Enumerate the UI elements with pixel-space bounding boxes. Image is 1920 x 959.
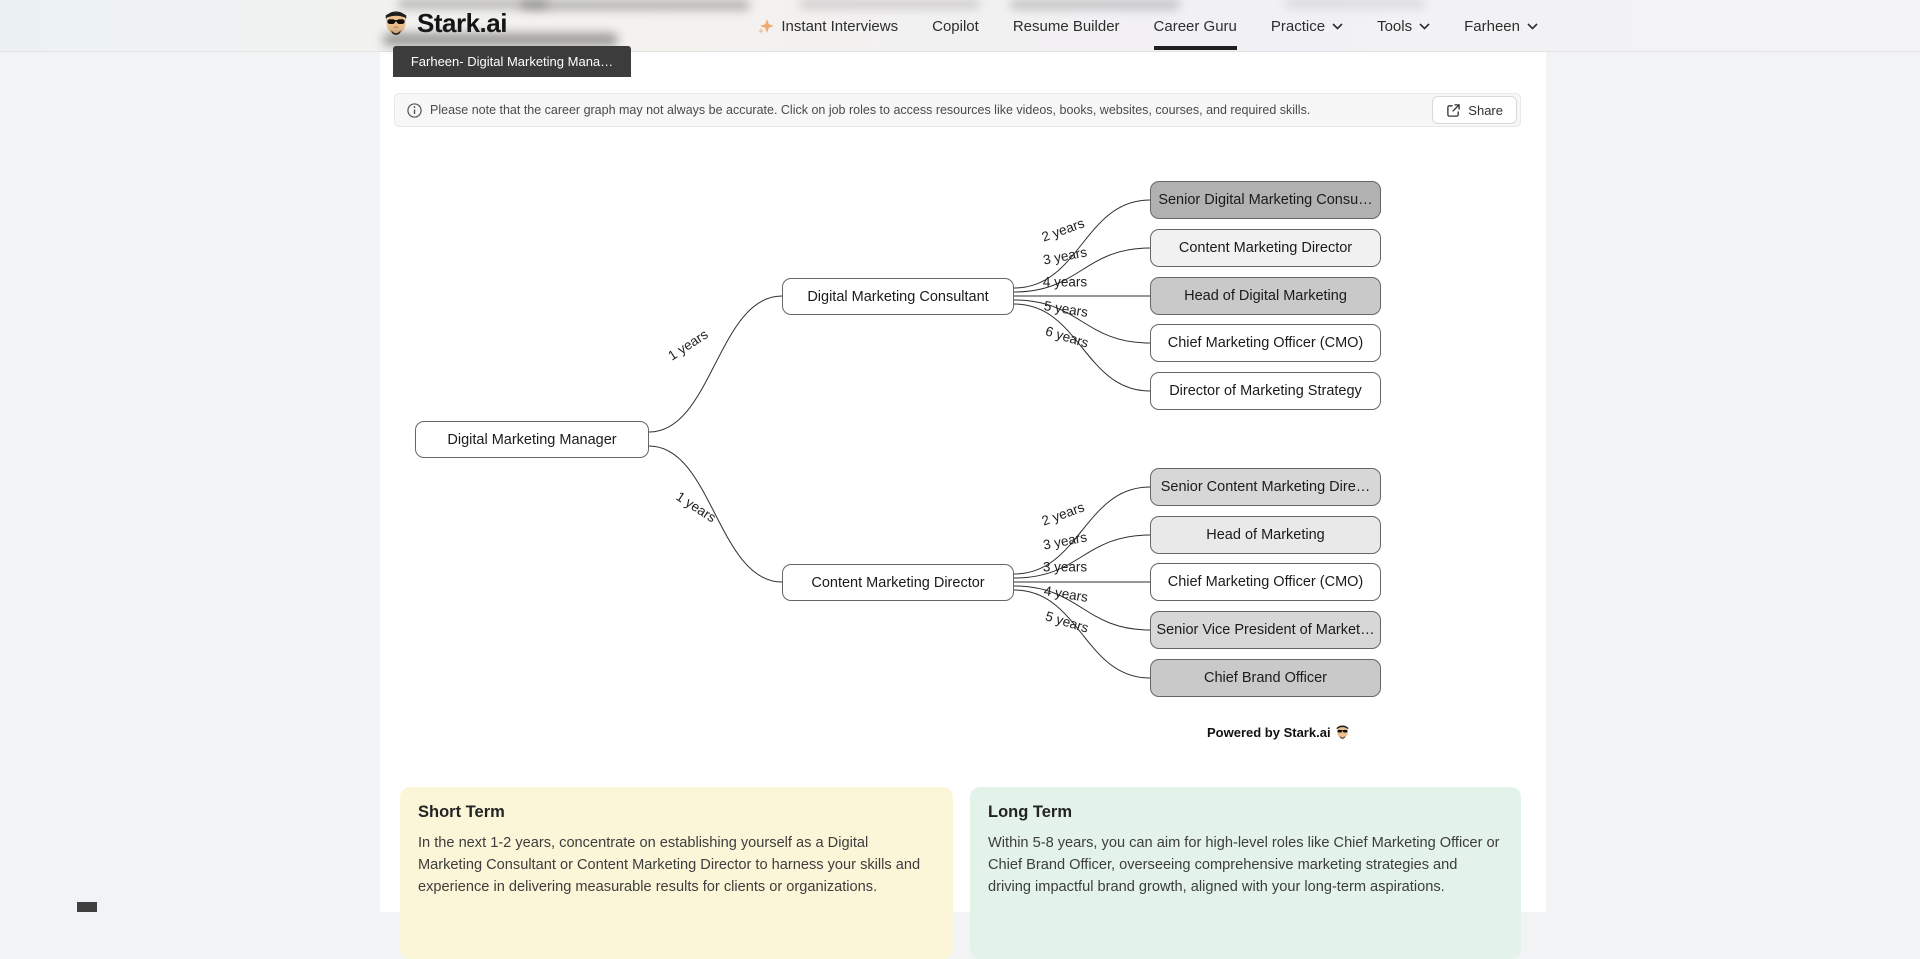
nav-label: Instant Interviews — [781, 17, 899, 35]
powered-by-text: Powered by Stark.ai — [1207, 725, 1331, 740]
career-graph-panel: Please note that the career graph may no… — [380, 52, 1546, 959]
share-button[interactable]: Share — [1432, 96, 1517, 124]
job-node[interactable]: Head of Digital Marketing — [1150, 277, 1381, 315]
chevron-down-icon — [1419, 22, 1430, 30]
nav-label: Resume Builder — [1012, 17, 1120, 35]
brand-name: Stark.ai — [417, 8, 507, 38]
short-term-card: Short Term In the next 1-2 years, concen… — [400, 787, 953, 959]
career-graph: 1 years 1 years 2 years 3 years 4 years … — [380, 52, 1546, 782]
job-node-root[interactable]: Digital Marketing Manager — [415, 421, 649, 458]
brand-logo[interactable]: Stark.ai — [383, 8, 507, 39]
short-term-body: In the next 1-2 years, concentrate on es… — [418, 835, 921, 895]
short-term-title: Short Term — [418, 803, 505, 821]
chevron-down-icon — [1332, 22, 1343, 30]
nav-label: Copilot — [932, 17, 979, 35]
job-node[interactable]: Content Marketing Director — [1150, 229, 1381, 267]
screen-artifact — [77, 902, 97, 912]
nav-item-resume-builder[interactable]: Resume Builder — [1013, 0, 1120, 52]
long-term-body: Within 5-8 years, you can aim for high-l… — [988, 835, 1500, 895]
nav-label: Farheen — [1464, 17, 1520, 35]
job-node[interactable]: Chief Brand Officer — [1150, 659, 1381, 697]
job-node[interactable]: Senior Digital Marketing Consu… — [1150, 181, 1381, 219]
nav-item-practice[interactable]: Practice — [1271, 0, 1343, 52]
nav-label: Tools — [1377, 17, 1413, 35]
job-node[interactable]: Chief Marketing Officer (CMO) — [1150, 324, 1381, 362]
long-term-title: Long Term — [988, 803, 1073, 821]
nav-label: Career Guru — [1153, 17, 1237, 35]
job-node-branch[interactable]: Digital Marketing Consultant — [782, 278, 1014, 315]
career-graph-edges — [648, 199, 1151, 679]
top-navbar: Stark.ai Instant Interviews Copilot Resu… — [0, 0, 1920, 52]
powered-by: Powered by Stark.ai — [1207, 724, 1350, 741]
external-link-icon — [1447, 103, 1461, 117]
edge-duration-label: 3 years — [1042, 559, 1088, 575]
chevron-down-icon — [1527, 22, 1538, 30]
main-nav: Instant Interviews Copilot Resume Builde… — [757, 0, 1538, 52]
nav-item-instant-interviews[interactable]: Instant Interviews — [757, 0, 898, 52]
tab-career-graph[interactable]: Farheen- Digital Marketing Mana… — [393, 46, 631, 77]
notice-bar: Please note that the career graph may no… — [394, 93, 1521, 127]
nav-label: Practice — [1270, 17, 1326, 35]
nav-item-tools[interactable]: Tools — [1377, 0, 1430, 52]
info-icon — [407, 102, 422, 118]
nav-item-copilot[interactable]: Copilot — [932, 0, 979, 52]
nav-item-user-farheen[interactable]: Farheen — [1464, 0, 1538, 52]
job-node[interactable]: Director of Marketing Strategy — [1150, 372, 1381, 410]
job-node[interactable]: Senior Content Marketing Dire… — [1150, 468, 1381, 506]
job-node[interactable]: Chief Marketing Officer (CMO) — [1150, 563, 1381, 601]
job-node[interactable]: Senior Vice President of Market… — [1150, 611, 1381, 649]
stark-avatar-icon — [1336, 725, 1348, 739]
share-label: Share — [1468, 102, 1503, 118]
nav-item-career-guru[interactable]: Career Guru — [1153, 0, 1237, 52]
sparkle-icon — [758, 18, 775, 34]
notice-text: Please note that the career graph may no… — [430, 103, 1311, 117]
long-term-card: Long Term Within 5-8 years, you can aim … — [970, 787, 1521, 959]
job-node-branch[interactable]: Content Marketing Director — [782, 564, 1014, 601]
active-tab-underline — [1153, 46, 1237, 50]
edge-duration-label: 4 years — [1042, 274, 1088, 290]
stark-avatar-icon — [385, 10, 407, 35]
job-node[interactable]: Head of Marketing — [1150, 516, 1381, 554]
